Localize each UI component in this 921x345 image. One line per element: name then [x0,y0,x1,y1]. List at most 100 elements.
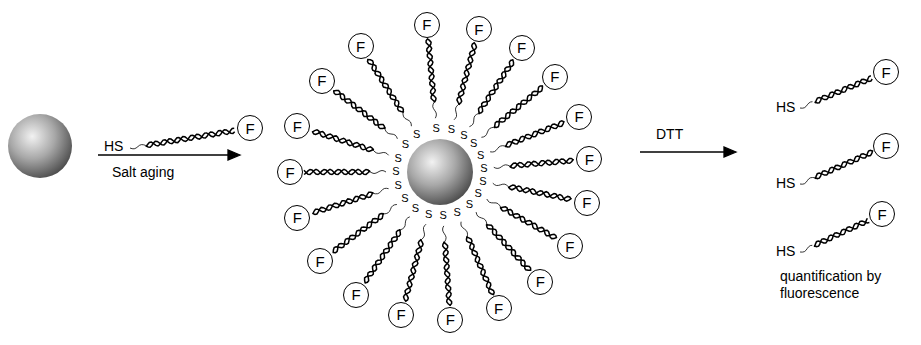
fluorophore-circle: F [574,190,600,216]
oligo-strand [509,186,572,201]
oligo-strand [800,245,812,252]
oligo-strand [365,230,401,283]
sulfur-label: S [477,149,484,162]
oligo-strand [800,102,813,109]
fluorophore-label: F [565,239,574,254]
oligo-strand [505,121,564,147]
fluorophore-label: F [446,312,455,327]
fluorophore-label: F [474,22,483,37]
fluorophore-circle: F [566,104,592,130]
oligo-strand [478,59,513,113]
oligo-strand [508,185,571,200]
fluorophore-circle: F [343,282,369,308]
fluorophore-label: F [494,301,503,316]
fluorophore-circle: F [576,146,602,172]
oligo-strand [458,42,476,104]
oligo-strand [405,239,423,301]
oligo-strand [404,240,422,302]
oligo-strand [312,130,373,151]
oligo-strand [815,150,873,179]
sulfur-label: S [460,129,467,142]
fluorophore-label: F [293,210,302,225]
fluorophore-label: F [352,287,361,302]
oligo-strand [422,224,426,239]
oligo-strand [333,213,383,253]
oligo-strand [313,192,374,214]
oligo-strand [312,132,374,152]
oligo-strand [443,226,447,242]
sulfur-label: S [474,187,481,200]
oligo-strand [466,236,494,294]
oligo-strand [370,171,386,174]
oligo-strand [466,237,494,295]
fluorophore-label: F [293,119,302,134]
oligo-strand [403,113,412,127]
fluorophore-circle: F [509,35,535,61]
oligo-strand [334,91,386,129]
oligo-strand [385,129,398,139]
fluorophore-label: F [582,195,591,210]
fluorophore-circle: F [388,302,414,328]
fluorophore-label: F [881,65,890,80]
sulfur-label: S [394,179,401,192]
sulfur-label: S [454,206,461,219]
fluorophore-label: F [317,73,326,88]
fluorophore-circle: F [557,233,583,259]
fluorophore-circle: F [307,248,333,274]
caption-note: quantification by fluorescence [780,268,905,302]
oligo-strand [487,199,501,207]
oligo-strand [490,146,505,152]
oligo-strand [493,183,509,187]
fluorophore-circle: F [237,115,263,141]
fluorophore-label: F [422,17,431,32]
thiol-label: HS [776,243,795,260]
sulfur-label: S [402,138,409,151]
fluorophore-circle: F [542,64,568,90]
fluorophore-label: F [877,207,886,222]
sulfur-label: S [479,175,486,188]
sulfur-label: S [413,128,420,141]
gold-nanoparticle [8,114,72,178]
fluorophore-circle: F [869,201,895,227]
arrow-head [724,147,736,157]
fluorophore-label: F [397,307,406,322]
sulfur-label: S [412,202,419,215]
oligo-strand [461,222,468,237]
fluorophore-circle: F [309,68,335,94]
oligo-strand [815,218,868,247]
fluorophore-label: F [285,165,294,180]
oligo-strand [304,169,370,174]
sulfur-label: S [392,165,399,178]
oligo-strand [454,105,458,120]
sulfur-label: S [466,198,473,211]
fluorophore-circle: F [284,113,310,139]
thiol-label: HS [776,175,795,192]
sulfur-label: S [394,152,401,165]
oligo-strand [510,159,574,168]
fluorophore-label: F [316,254,325,269]
fluorophore-label: F [550,69,559,84]
fluorophore-circle: F [466,16,492,42]
oligo-strand [479,60,514,114]
sulfur-label: S [439,209,446,222]
fluorophore-circle: F [873,59,899,85]
oligo-strand [486,225,531,271]
fluorophore-circle: F [527,269,553,295]
oligo-strand [401,217,410,230]
sulfur-label: S [470,137,477,150]
oligo-strand [800,178,815,185]
oligo-strand [333,214,384,253]
fluorophore-label: F [536,274,545,289]
oligo-strand [373,150,388,155]
oligo-strand [487,224,531,270]
reaction-arrow [98,154,232,155]
oligo-strand [495,86,543,128]
oligo-strand [146,128,234,147]
oligo-strand [426,39,435,103]
sulfur-label: S [425,208,432,221]
thiol-label: HS [776,99,795,116]
oligo-strand [365,229,401,283]
oligo-strand [433,102,437,118]
sulfur-label: S [401,192,408,205]
sulfur-label: S [432,122,439,135]
